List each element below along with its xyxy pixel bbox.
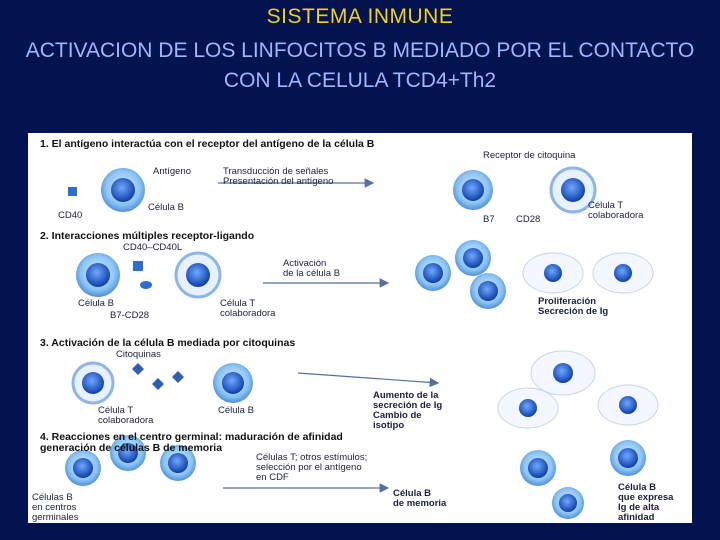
slide-title: SISTEMA INMUNE [266,5,454,28]
b-cell-activation-label: Activación de la célula B [283,258,341,279]
figure-drawing [65,166,659,519]
receptor-ligand-icon [133,261,152,289]
antigen-label: Antígeno [153,166,192,177]
b-cell-step2-label: Célula B [78,298,114,309]
t-helper-step2-label: Célula T colaboradora [220,298,276,319]
b7-label: B7 [483,214,495,225]
cd40-label: CD40 [58,210,83,221]
step1-heading: 1. El antígeno interactúa con el recepto… [40,138,375,150]
b-cell-step3-label: Célula B [218,405,254,416]
proliferation-label: Proliferación Secreción de Ig [538,296,609,317]
high-affinity-b-cell-icon [610,440,646,476]
cytokine-icon [132,363,184,390]
t-helper-step3-label: Célula T colaboradora [98,405,154,426]
memory-b-cell-label: Célula B de memoria [393,488,447,509]
b-cell-presenting-icon [453,170,493,210]
step2-heading: 2. Interacciones múltiples receptor-liga… [40,230,255,242]
cytokines-label: Citoquinas [116,349,161,360]
b-cell-step2-icon [76,253,120,297]
b-cell-icon [101,168,145,212]
step3-heading: 3. Activación de la célula B mediada por… [40,337,296,349]
t-helper-label: Célula T colaboradora [588,200,644,221]
t-helper-cell-icon [549,166,597,214]
high-affinity-label: Célula B que expresa Ig de alta afinidad [618,482,674,523]
b-cell-step3-icon [213,363,253,403]
slide-subtitle: ACTIVACION DE LOS LINFOCITOS B MEDIADO P… [25,39,695,92]
isotype-switched-cells-icon [497,350,659,429]
tf-cells-label: Células T; otros estímulos; selección po… [256,452,368,483]
plasma-cells-icon [522,252,654,294]
b-cell-activation-figure: 1. El antígeno interactúa con el recepto… [28,133,692,523]
cytokine-receptor-label: Receptor de citoquina [483,150,576,161]
t-helper-step3-icon [71,361,115,405]
germinal-center-b-cells-icon [65,435,196,486]
signal-transduction-label: Transducción de señales Presentación del… [223,166,334,187]
ig-secretion-label: Aumento de la secreción de Ig Cambio de … [373,390,443,431]
step3-arrow [297,372,440,388]
b7-cd28-label: B7-CD28 [110,310,150,321]
cd28-label: CD28 [516,214,541,225]
cd40-cd40l-label: CD40–CD40L [123,242,183,253]
memory-b-cell-icon [520,450,584,519]
proliferating-b-cells-icon [415,240,506,309]
b-cell-label: Célula B [148,202,184,213]
germinal-b-cells-label: Células B en centros germinales [32,492,79,523]
antigen-icon [68,187,77,196]
step4-heading: 4. Reacciones en el centro germinal: mad… [40,431,343,454]
t-helper-step2-icon [174,251,222,299]
